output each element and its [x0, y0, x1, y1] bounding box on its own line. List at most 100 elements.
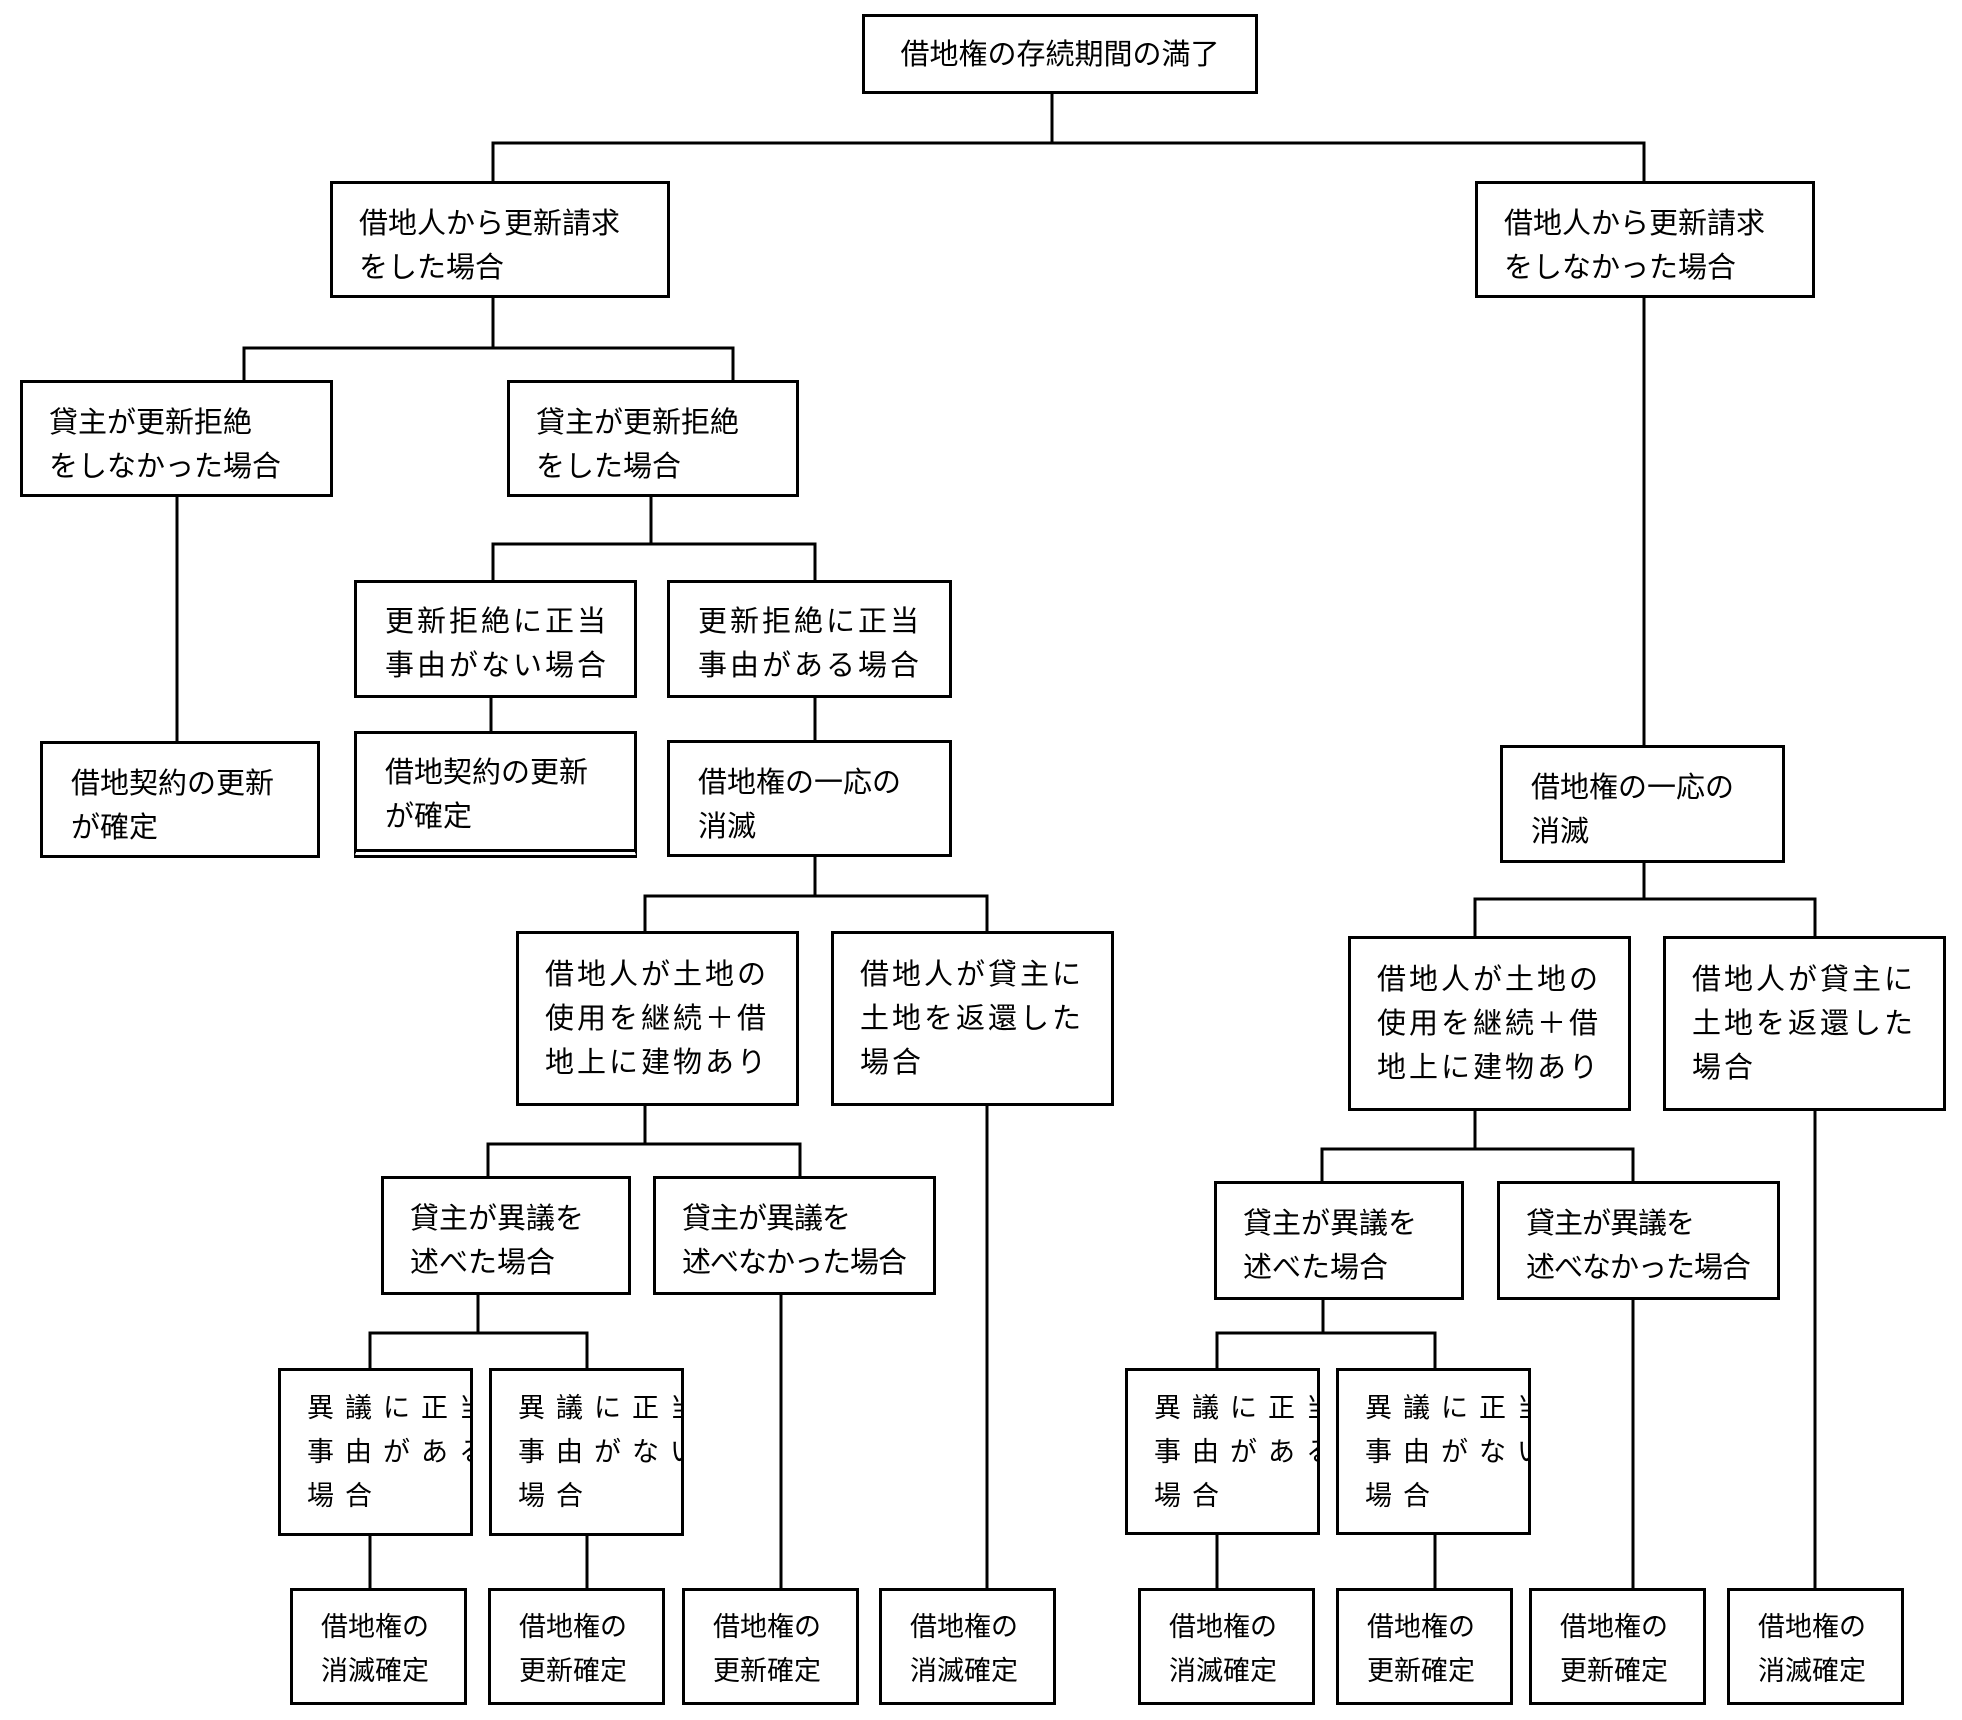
node-contract-renewal-confirmed: 借地契約の更新 が確定: [354, 731, 637, 858]
node-landlord-objected: 貸主が異議を 述べた場合: [381, 1176, 631, 1295]
node-line: 貸主が更新拒絶: [536, 405, 740, 439]
node-term-expiry: 借地権の存続期間の満了: [862, 14, 1258, 94]
node-line: 消滅: [698, 809, 757, 843]
node-line: をしなかった場合: [49, 449, 282, 483]
result-extinction-confirmed: 借地権の 消滅確定: [879, 1588, 1056, 1705]
node-objection-justified: 異議に正当 事由がある 場合: [278, 1368, 473, 1536]
node-line: 更新拒絶に正当: [698, 604, 923, 638]
node-line: 借地契約の更新: [71, 766, 275, 800]
result-renewal-confirmed: 借地権の 更新確定: [682, 1588, 859, 1705]
node-continued-use-with-building: 借地人が土地の 使用を継続＋借 地上に建物あり: [1348, 936, 1631, 1111]
node-objection-justified: 異議に正当 事由がある 場合: [1125, 1368, 1320, 1535]
node-provisional-extinction: 借地権の一応の 消滅: [1500, 745, 1785, 863]
node-line: 使用を継続＋借: [545, 1001, 770, 1035]
node-line: 述べなかった場合: [682, 1245, 907, 1279]
node-line: 土地を返還した: [1692, 1006, 1917, 1040]
node-renewal-requested: 借地人から更新請求 をした場合: [330, 181, 670, 298]
node-line: 更新確定: [713, 1656, 821, 1687]
node-landlord-not-objected: 貸主が異議を 述べなかった場合: [653, 1176, 936, 1295]
node-line: 貸主が異議を: [682, 1201, 851, 1235]
node-line: 借地権の: [1367, 1612, 1475, 1643]
result-renewal-confirmed: 借地権の 更新確定: [1336, 1588, 1513, 1705]
node-line: 借地契約の更新: [385, 755, 589, 789]
node-line: 場合: [307, 1481, 383, 1512]
node-line: 場合: [860, 1045, 925, 1079]
node-line: 異議に正当: [1365, 1393, 1528, 1424]
node-line: をした場合: [359, 250, 505, 284]
result-renewal-confirmed: 借地権の 更新確定: [1529, 1588, 1706, 1705]
node-line: 借地権の: [1758, 1612, 1866, 1643]
node-line: が確定: [385, 799, 473, 833]
node-line: 貸主が異議を: [1243, 1206, 1418, 1240]
node-line: 消滅: [1531, 814, 1590, 848]
node-line: 使用を継続＋借: [1377, 1006, 1602, 1040]
node-line: 借地人が貸主に: [1692, 962, 1917, 996]
node-continued-use-with-building: 借地人が土地の 使用を継続＋借 地上に建物あり: [516, 931, 799, 1106]
node-line: 場合: [1154, 1481, 1230, 1512]
node-line: 消滅確定: [321, 1656, 429, 1687]
result-extinction-confirmed: 借地権の 消滅確定: [290, 1588, 467, 1705]
node-line: 地上に建物あり: [1377, 1050, 1602, 1084]
node-line: 事由がある: [307, 1437, 470, 1468]
node-landlord-no-refusal: 貸主が更新拒絶 をしなかった場合: [20, 380, 333, 497]
node-line: 消滅確定: [1758, 1656, 1866, 1687]
node-land-returned: 借地人が貸主に 土地を返還した 場合: [831, 931, 1114, 1106]
node-line: 借地権の: [321, 1612, 429, 1643]
node-line: が確定: [71, 810, 159, 844]
node-line: 借地人が土地の: [545, 957, 770, 991]
node-line: 地上に建物あり: [545, 1045, 770, 1079]
node-line: 事由がある: [1154, 1437, 1317, 1468]
node-line: 異議に正当: [307, 1393, 470, 1424]
node-line: 借地権の存続期間の満了: [900, 36, 1220, 71]
node-line: 異議に正当: [518, 1393, 681, 1424]
node-refusal-no-just-cause: 更新拒絶に正当 事由がない場合: [354, 580, 637, 698]
node-line: 場合: [518, 1481, 594, 1512]
node-line: 借地人から更新請求: [1504, 206, 1766, 240]
node-line: 事由がない場合: [385, 648, 610, 682]
node-line: 更新確定: [1367, 1656, 1475, 1687]
node-line: 更新拒絶に正当: [385, 604, 610, 638]
node-line: 借地人が貸主に: [860, 957, 1085, 991]
node-line: 更新確定: [519, 1656, 627, 1687]
node-line: 消滅確定: [1169, 1656, 1277, 1687]
node-line: 更新確定: [1560, 1656, 1668, 1687]
node-line: 述べた場合: [410, 1245, 556, 1279]
node-line: 事由がある場合: [698, 648, 923, 682]
node-line: 述べた場合: [1243, 1250, 1389, 1284]
node-line: 借地権の一応の: [1531, 770, 1735, 804]
node-line: 借地人から更新請求: [359, 206, 621, 240]
node-landlord-not-objected: 貸主が異議を 述べなかった場合: [1497, 1181, 1780, 1300]
result-extinction-confirmed: 借地権の 消滅確定: [1727, 1588, 1904, 1705]
node-line: 場合: [1365, 1481, 1441, 1512]
node-contract-renewal-confirmed: 借地契約の更新 が確定: [40, 741, 320, 858]
node-line: 貸主が異議を: [1526, 1206, 1695, 1240]
node-line: 消滅確定: [910, 1656, 1018, 1687]
node-line: 借地権の: [713, 1612, 821, 1643]
node-line: 借地権の: [1560, 1612, 1668, 1643]
node-line: 借地権の: [1169, 1612, 1277, 1643]
node-line: 事由がない: [518, 1437, 681, 1468]
node-landlord-refusal: 貸主が更新拒絶 をした場合: [507, 380, 799, 497]
node-line: 借地権の一応の: [698, 765, 902, 799]
node-line: 場合: [1692, 1050, 1757, 1084]
node-line: 土地を返還した: [860, 1001, 1085, 1035]
node-line: 貸主が異議を: [410, 1201, 585, 1235]
node-refusal-just-cause: 更新拒絶に正当 事由がある場合: [667, 580, 952, 698]
node-line: 借地人が土地の: [1377, 962, 1602, 996]
result-extinction-confirmed: 借地権の 消滅確定: [1138, 1588, 1315, 1705]
node-provisional-extinction: 借地権の一応の 消滅: [667, 740, 952, 857]
node-line: 借地権の: [519, 1612, 627, 1643]
node-landlord-objected: 貸主が異議を 述べた場合: [1214, 1181, 1464, 1300]
node-line: をしなかった場合: [1504, 250, 1737, 284]
node-line: 述べなかった場合: [1526, 1250, 1751, 1284]
node-line: 貸主が更新拒絶: [49, 405, 253, 439]
node-objection-unjustified: 異議に正当 事由がない 場合: [1336, 1368, 1531, 1535]
node-line: をした場合: [536, 449, 682, 483]
node-no-renewal-request: 借地人から更新請求 をしなかった場合: [1475, 181, 1815, 298]
node-land-returned: 借地人が貸主に 土地を返還した 場合: [1663, 936, 1946, 1111]
result-renewal-confirmed: 借地権の 更新確定: [488, 1588, 665, 1705]
node-line: 借地権の: [910, 1612, 1018, 1643]
node-objection-unjustified: 異議に正当 事由がない 場合: [489, 1368, 684, 1536]
